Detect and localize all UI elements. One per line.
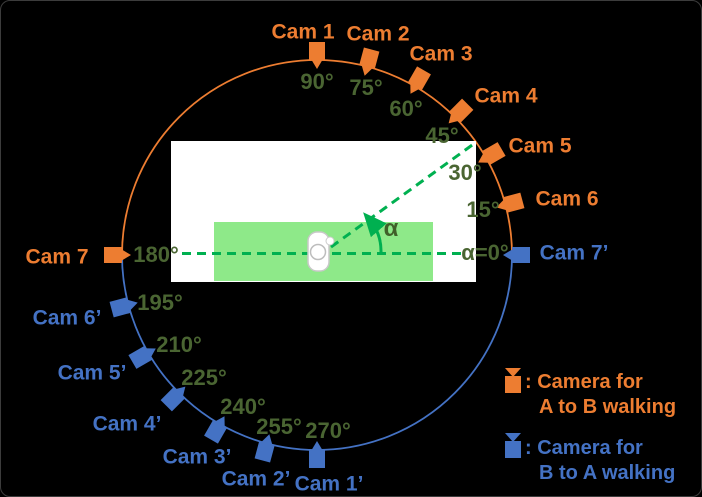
cam-4-label: Cam 4 [474, 84, 538, 108]
angle-180-label: 180° [133, 242, 179, 267]
angle-225-label: 225° [181, 365, 227, 390]
cam-2-icon [359, 47, 380, 76]
alpha-symbol-label: α [383, 215, 399, 242]
legend-a-to-b-line1: : Camera for [525, 371, 643, 393]
cam-6-label: Cam 6 [535, 187, 599, 211]
legend-b-to-a-line1: : Camera for [525, 437, 643, 459]
cam-5-prime-icon [128, 346, 156, 369]
cam-6-prime-label: Cam 6’ [32, 306, 102, 330]
cam-6-prime-icon [109, 297, 138, 318]
angle-15-label: 15° [466, 197, 500, 222]
cam-4-prime-icon [160, 386, 186, 412]
cam-5-prime-label: Cam 5’ [57, 361, 127, 385]
cam-7-label: Cam 7 [25, 245, 89, 269]
cam-7-prime-icon [503, 247, 530, 263]
angle-75-label: 75° [349, 75, 383, 100]
angle-alpha-0-label: α=0° [461, 240, 509, 265]
angle-60-label: 60° [389, 96, 423, 121]
legend-a-to-b-line2: A to B walking [539, 396, 677, 418]
legend-a-to-b: : Camera for A to B walking [525, 370, 676, 420]
cam-2-prime-icon [254, 434, 275, 463]
legend-b-to-a: : Camera for B to A walking [525, 436, 675, 486]
angle-210-label: 210° [156, 332, 202, 357]
cam-3-icon [408, 66, 431, 94]
pedestrian-figure [307, 231, 335, 272]
cam-3-prime-icon [204, 416, 227, 444]
cam-4-prime-label: Cam 4’ [92, 412, 162, 436]
angle-270-label: 270° [305, 418, 351, 443]
angle-195-label: 195° [137, 290, 183, 315]
cam-1-prime-label: Cam 1’ [294, 472, 364, 496]
cam-1-prime-icon [309, 441, 325, 468]
cam-2-label: Cam 2 [346, 22, 410, 46]
cam-7-icon [104, 247, 131, 263]
cam-6-icon [496, 192, 525, 213]
cam-3-prime-label: Cam 3’ [162, 445, 232, 469]
cam-7-prime-label: Cam 7’ [539, 241, 609, 265]
angle-240-label: 240° [220, 394, 266, 419]
cam-3-label: Cam 3 [409, 42, 473, 66]
legend-camera-b-to-a-icon [505, 433, 521, 458]
angle-90-label: 90° [300, 69, 334, 94]
cam-2-prime-label: Cam 2’ [221, 467, 291, 491]
cam-5-label: Cam 5 [508, 134, 572, 158]
cam-1-icon [309, 42, 325, 69]
legend-camera-a-to-b-icon [505, 368, 521, 393]
alpha-angle-arc [363, 212, 387, 253]
cam-5-icon [478, 142, 506, 165]
legend-b-to-a-line2: B to A walking [539, 462, 676, 484]
angle-255-label: 255° [256, 414, 302, 439]
angle-30-label: 30° [448, 160, 482, 185]
cam-1-label: Cam 1 [271, 20, 335, 44]
angle-45-label: 45° [425, 123, 459, 148]
cam-4-icon [448, 98, 474, 124]
